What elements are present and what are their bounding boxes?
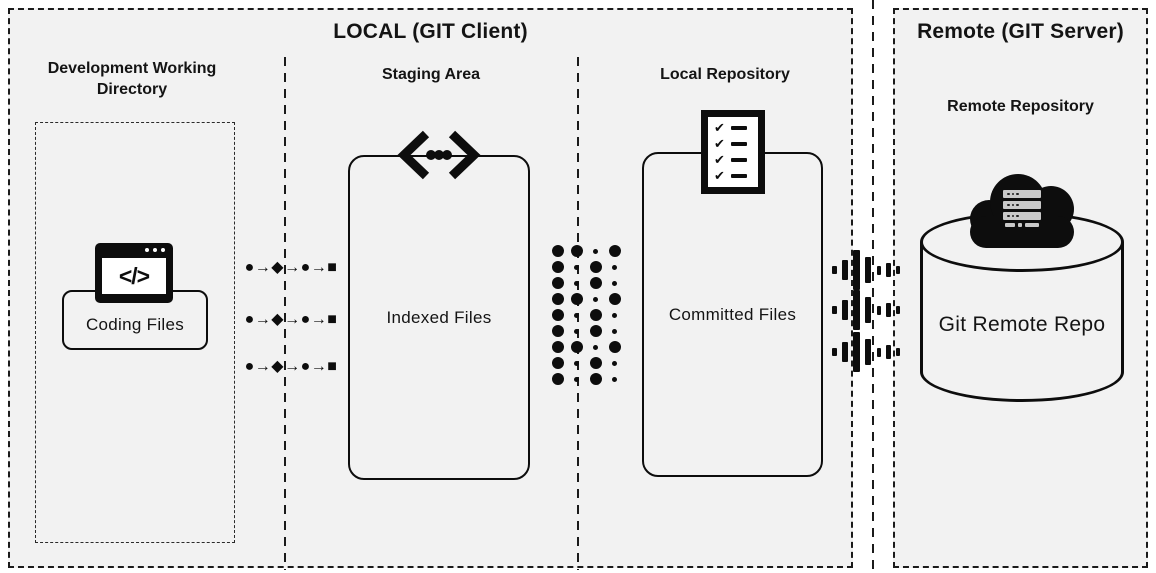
working-directory-box — [35, 122, 235, 543]
staging-files-box: Indexed Files — [348, 155, 530, 480]
working-directory-label: Development Working Directory — [32, 58, 232, 100]
local-section-title: LOCAL (GIT Client) — [333, 20, 528, 43]
sync-wave-icon — [832, 330, 900, 374]
code-window-icon: </> — [95, 243, 173, 303]
stage-flow-row: ●→◆→●→■ — [244, 259, 338, 276]
committed-files-box-label: Committed Files — [668, 304, 797, 324]
cloud-server-icon — [970, 174, 1074, 248]
sync-wave-icon — [832, 248, 900, 292]
column-divider-working-staging — [284, 57, 286, 570]
git-remote-repo-label: Git Remote Repo — [938, 313, 1106, 336]
remote-repository-label: Remote Repository — [947, 98, 1094, 115]
stage-flow-row: ●→◆→●→■ — [244, 358, 338, 375]
local-remote-divider — [872, 0, 874, 573]
coding-files-box-label: Coding Files — [85, 315, 185, 334]
remote-server-section: Remote (GIT Server) Remote Repository Gi… — [893, 8, 1148, 568]
code-commit-icon — [397, 130, 481, 180]
code-glyph: </> — [118, 262, 150, 289]
staging-files-box-label: Indexed Files — [386, 307, 492, 327]
working-directory-label-line1: Development Working — [47, 60, 217, 77]
checklist-icon: ✔✔✔✔ — [701, 110, 765, 194]
stage-flow-row: ●→◆→●→■ — [244, 311, 338, 328]
sync-wave-icon — [832, 288, 900, 332]
staging-area-label: Staging Area — [381, 66, 481, 83]
local-repository-label: Local Repository — [660, 66, 790, 83]
working-directory-label-line2: Directory — [96, 81, 168, 98]
commit-dots-connector — [548, 243, 624, 387]
local-client-section: LOCAL (GIT Client) Development Working D… — [8, 8, 853, 570]
window-dots-icon — [145, 248, 165, 252]
server-rack-icon — [1003, 190, 1041, 227]
committed-files-box: Committed Files — [642, 152, 823, 477]
remote-section-title: Remote (GIT Server) — [917, 20, 1124, 43]
